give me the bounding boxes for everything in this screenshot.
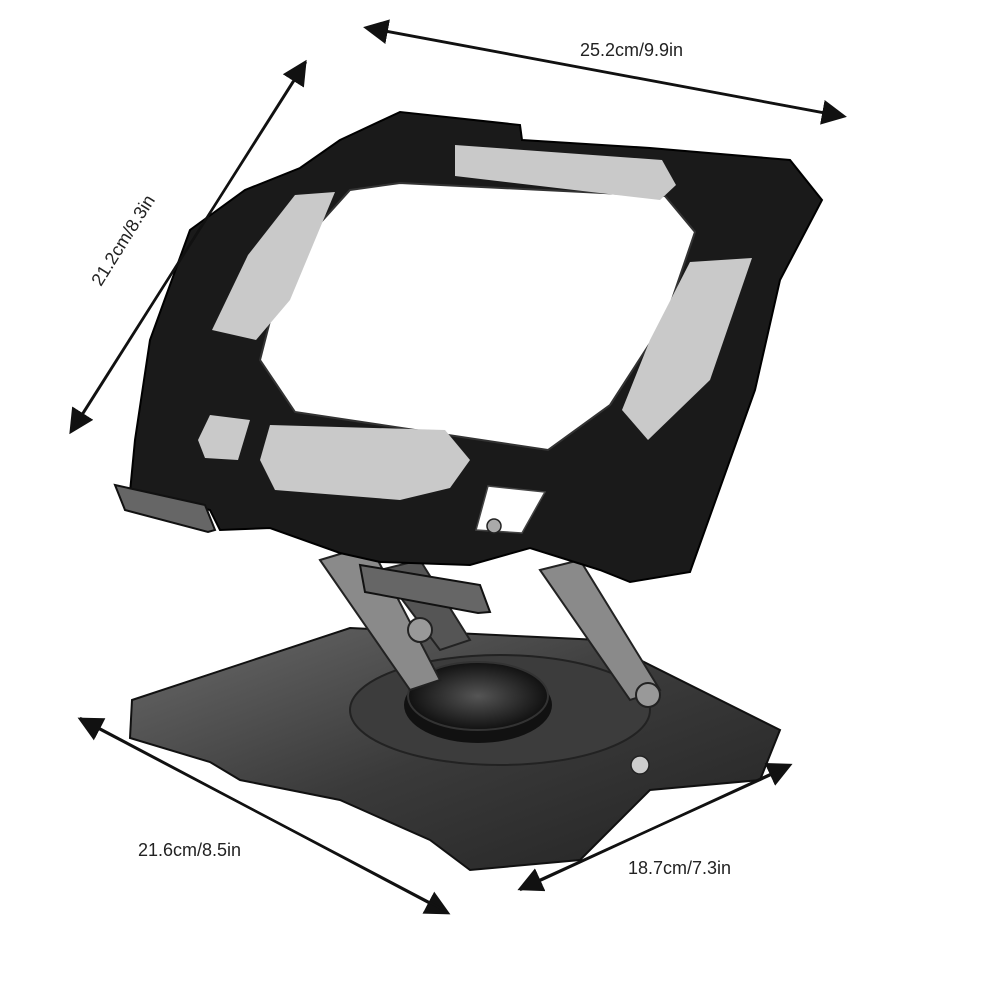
- rotation-knob: [404, 661, 552, 743]
- base-length-label: 21.6cm/8.5in: [138, 840, 242, 860]
- base-depth-label: 18.7cm/7.3in: [628, 858, 732, 878]
- top-panel: [113, 110, 824, 615]
- width-label: 25.2cm/9.9in: [580, 40, 684, 60]
- hinge-bolt-icon: [407, 617, 433, 643]
- dimension-arrows: [69, 19, 847, 915]
- hinge-bolt-icon: [635, 682, 661, 708]
